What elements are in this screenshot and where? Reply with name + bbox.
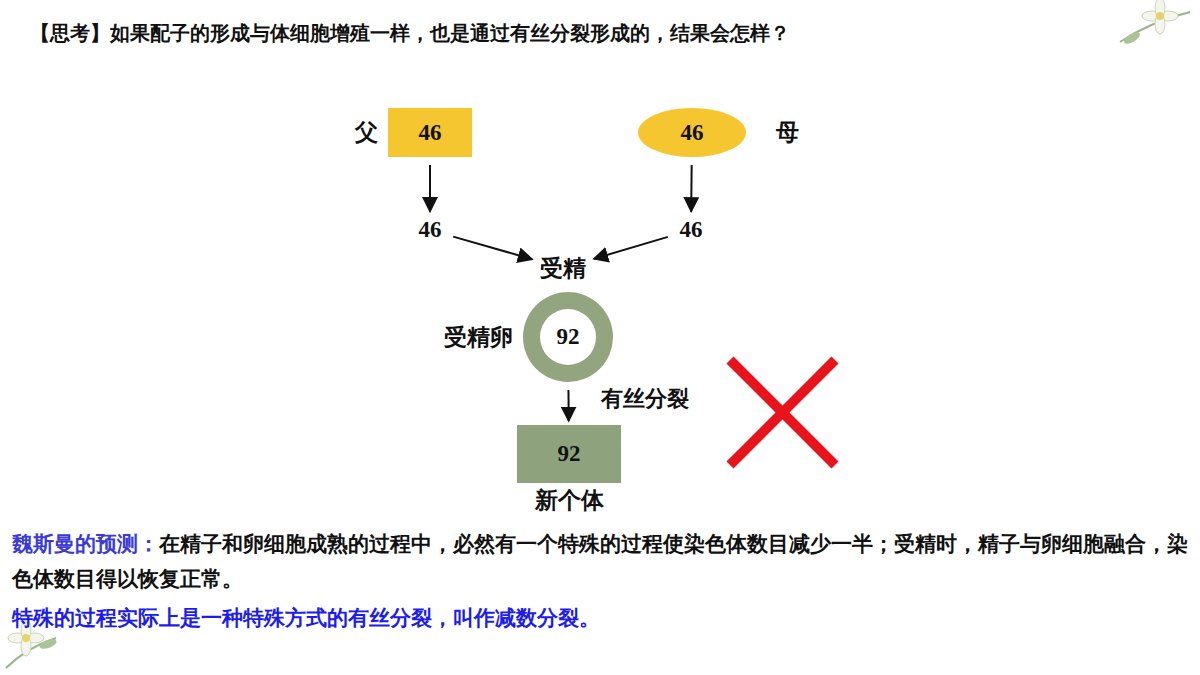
node-text: 92 (557, 324, 580, 350)
node-heading: 父 (355, 117, 378, 148)
text-holder: 92 (517, 425, 621, 483)
arrow-connector (453, 237, 532, 260)
node-heading: 母 (776, 117, 799, 148)
node-text: 46 (681, 120, 704, 146)
flower-decoration (1120, 0, 1190, 46)
offspring-box: 92新个体 (517, 425, 621, 483)
zygote-ring: 92受精卵 (523, 292, 613, 382)
gamete-number: 46 (415, 216, 446, 245)
fertilization-label: 受精 (536, 253, 590, 283)
node-text: 46 (419, 217, 442, 243)
arrow-connector (429, 165, 431, 212)
gamete-number: 46 (676, 216, 707, 245)
text-holder: 46 (388, 108, 472, 157)
node-text: 92 (558, 441, 581, 467)
title: 【思考】如果配子的形成与体细胞增殖一样，也是通过有丝分裂形成的，结果会怎样？ (30, 20, 790, 47)
conclusion-text: 特殊的过程实际上是一种特殊方式的有丝分裂，叫作减数分裂。 (12, 601, 1188, 636)
arrow-connector (690, 165, 692, 212)
node-text: 46 (680, 217, 703, 243)
arrow-connector (567, 390, 569, 421)
node-text: 受精 (540, 253, 586, 284)
node-text: 46 (419, 120, 442, 146)
mother-ellipse: 46母 (638, 108, 746, 157)
text-holder: 46 (638, 108, 746, 157)
body-text: 在精子和卵细胞成熟的过程中，必然有一个特殊的过程使染色体数目减少一半；受精时，精… (12, 532, 1188, 591)
node-heading: 受精卵 (444, 322, 513, 353)
arrow-connector (594, 237, 668, 259)
paragraph: 魏斯曼的预测：在精子和卵细胞成熟的过程中，必然有一个特殊的过程使染色体数目减少一… (12, 527, 1188, 597)
edge-label: 有丝分裂 (599, 384, 691, 414)
lead-label: 魏斯曼的预测： (12, 532, 159, 556)
father-box: 46父 (388, 108, 472, 157)
text-holder: 92 (523, 292, 613, 382)
red-cross (730, 360, 835, 465)
node-heading: 新个体 (535, 485, 604, 516)
